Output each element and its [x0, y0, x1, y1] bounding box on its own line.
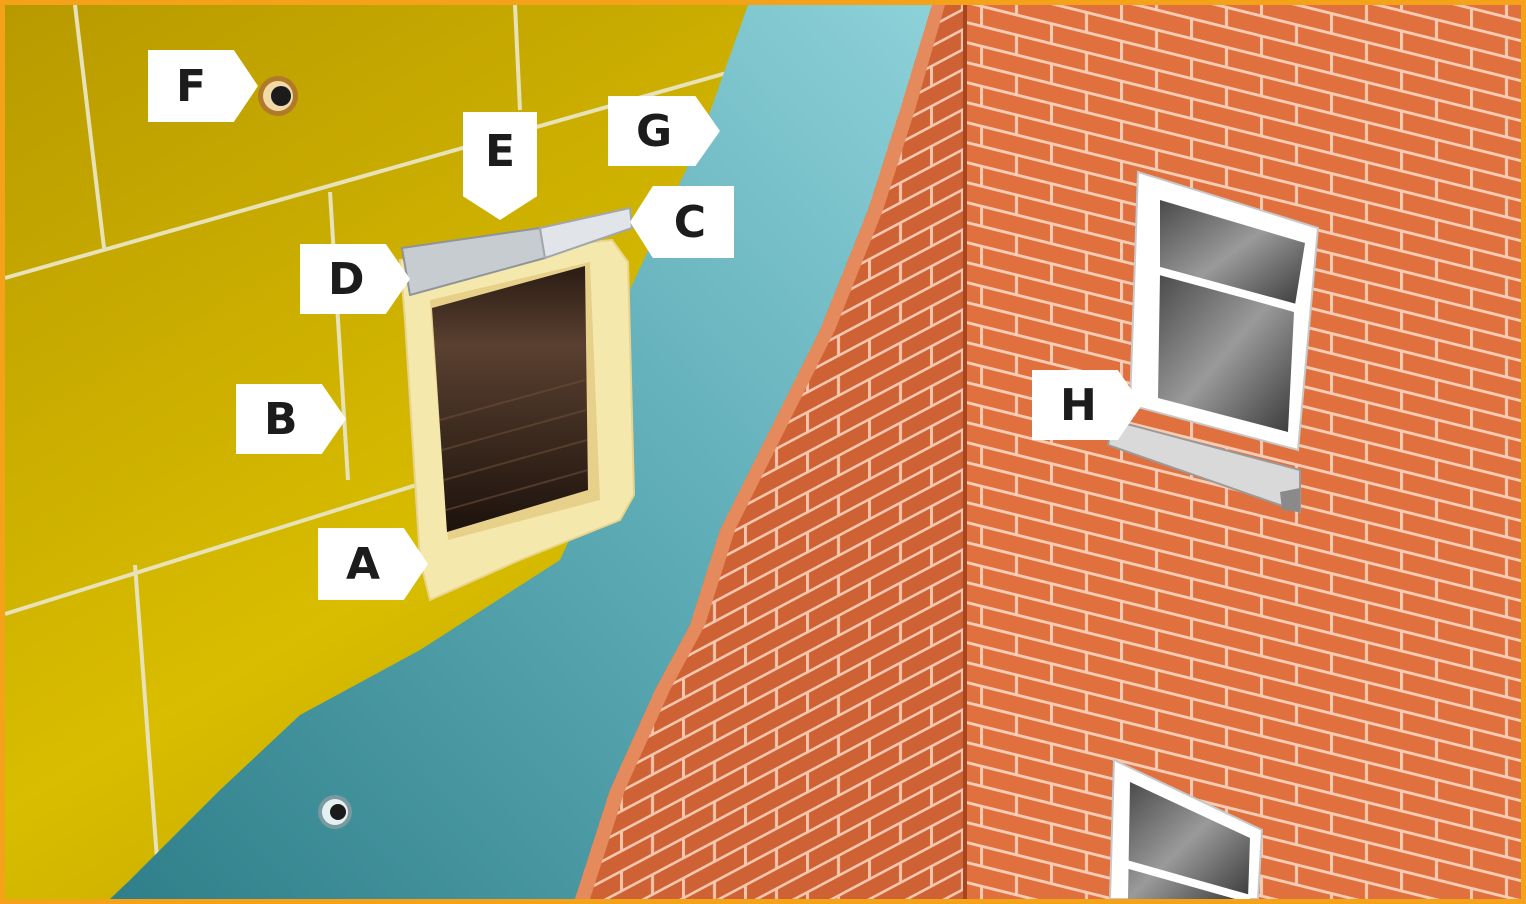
label-h-text: H [1060, 380, 1097, 431]
brick-face-right [965, 5, 1521, 899]
insulation-fixing-icon [258, 76, 298, 116]
label-c-text: C [674, 197, 706, 248]
label-e-text: E [485, 126, 515, 177]
label-b-text: B [264, 394, 298, 445]
label-g-text: G [636, 106, 672, 157]
membrane-fixing-icon [318, 795, 352, 829]
label-f-text: F [176, 61, 206, 112]
label-d-text: D [328, 254, 365, 305]
label-a-text: A [346, 539, 380, 590]
